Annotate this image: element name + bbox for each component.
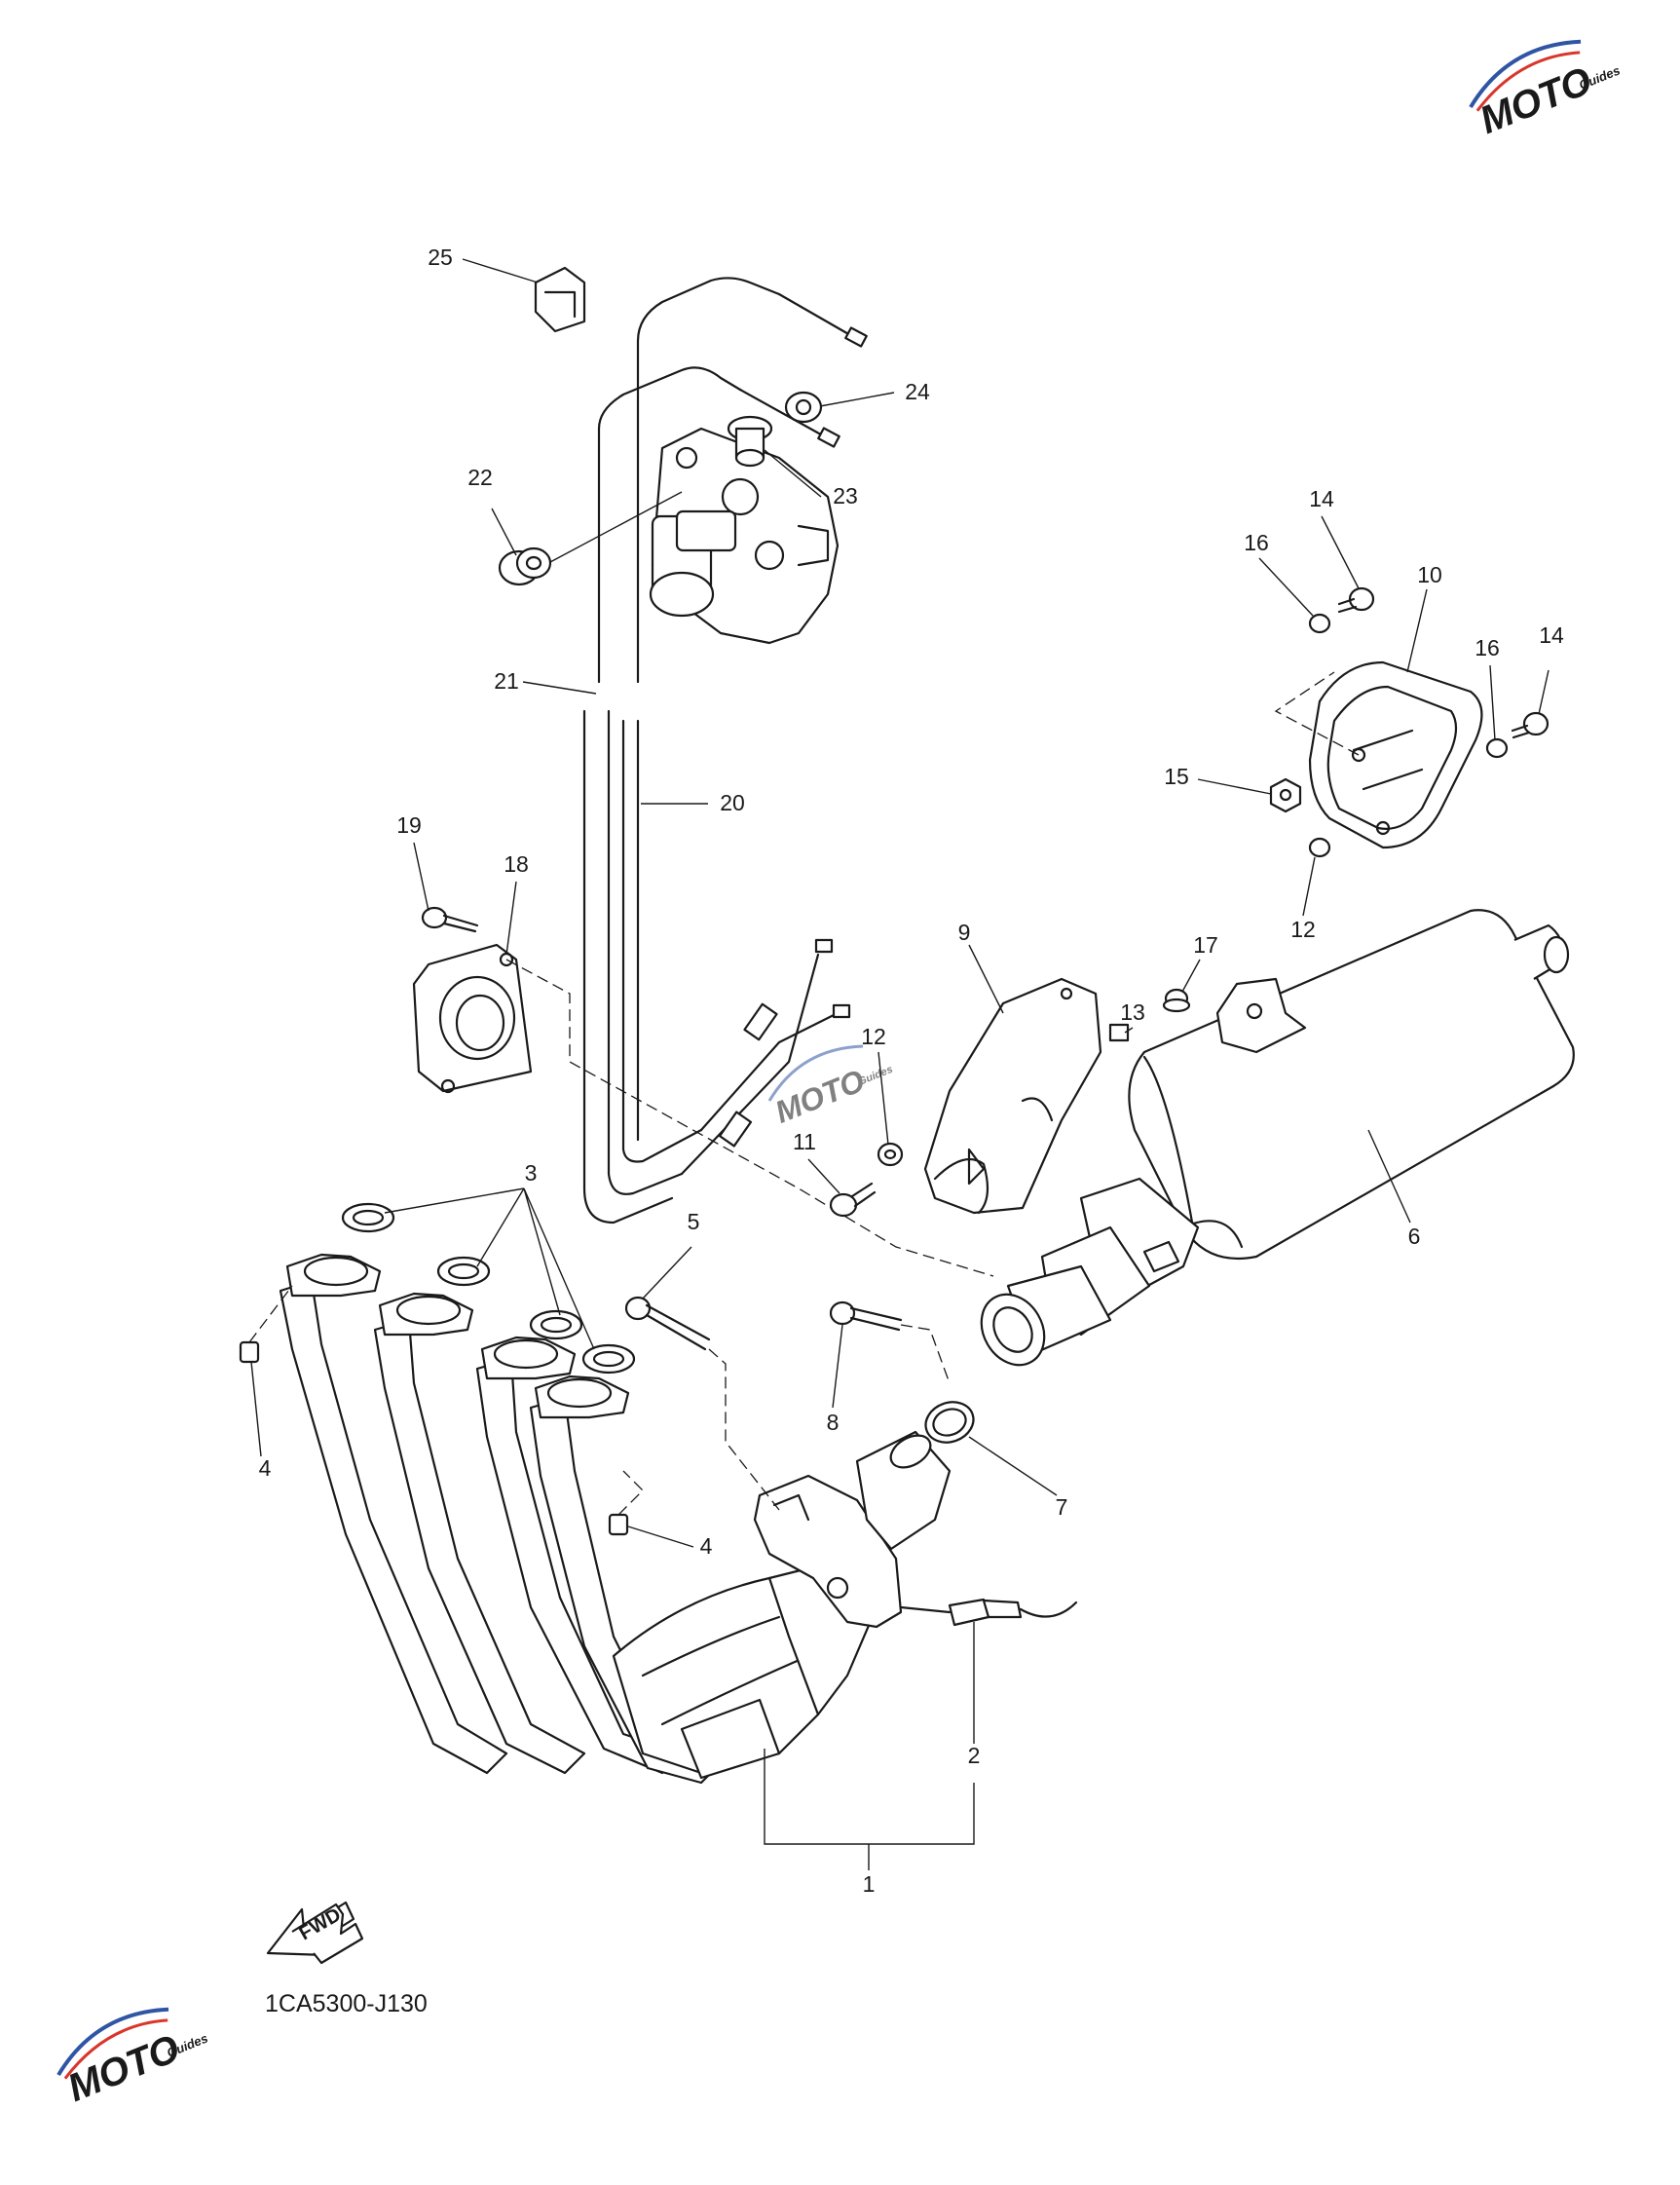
cable-end-top	[738, 292, 868, 448]
callout-6: 6	[1408, 1224, 1421, 1249]
part-8-bolt	[829, 1300, 951, 1384]
callout-18: 18	[504, 851, 529, 877]
part-13-clip	[1108, 1023, 1130, 1042]
callout-22: 22	[467, 465, 493, 490]
callout-5: 5	[688, 1209, 700, 1234]
callout-14-right: 14	[1539, 622, 1564, 648]
callout-12-right: 12	[1290, 917, 1316, 942]
callout-1: 1	[863, 1871, 876, 1897]
callout-16-right: 16	[1475, 635, 1500, 660]
part-6-muffler	[980, 909, 1575, 1367]
leader-lines	[250, 258, 1549, 1870]
part-17-grommet	[1162, 988, 1191, 1013]
callout-9: 9	[958, 920, 971, 945]
part-2-o2-sensor	[899, 1598, 1078, 1627]
part-3-gaskets	[341, 1202, 636, 1375]
callout-20: 20	[720, 790, 745, 815]
callout-labels: 1 2 3 4 4 5 6 7 8 9 10 11 12 12 13 14 14…	[259, 245, 1564, 1897]
callout-14-top: 14	[1309, 486, 1334, 511]
callout-25: 25	[428, 245, 453, 270]
part-11-bolt	[829, 1182, 877, 1218]
part-12-washer-right	[1308, 837, 1331, 858]
callout-4-right: 4	[700, 1533, 713, 1559]
part-9-heat-shield	[923, 977, 1102, 1215]
part-19-bolt	[421, 906, 479, 933]
callout-2: 2	[968, 1743, 981, 1768]
throttle-cable-21	[582, 277, 781, 1224]
part-22-grommet	[498, 491, 683, 586]
part-16-washers	[1308, 613, 1509, 759]
part-5-bolt	[624, 1296, 780, 1511]
callout-19: 19	[396, 812, 422, 838]
part-10-end-cover	[1274, 660, 1483, 849]
callout-13: 13	[1120, 999, 1145, 1025]
callout-4-left: 4	[259, 1455, 272, 1481]
callout-11: 11	[793, 1129, 816, 1154]
part-23-collar	[727, 415, 773, 468]
callout-17: 17	[1193, 932, 1218, 958]
watermark-tagline: Guides	[856, 1064, 894, 1088]
callout-8: 8	[827, 1410, 840, 1435]
part-15-nut	[1269, 777, 1302, 813]
callout-12-mid: 12	[861, 1024, 886, 1049]
fwd-arrow-icon: FWD	[266, 1901, 364, 1965]
callout-24: 24	[905, 379, 930, 404]
watermark-text: MOTO	[62, 2027, 186, 2110]
callout-21: 21	[494, 668, 519, 694]
callout-23: 23	[833, 483, 858, 509]
cable-adjusters	[680, 938, 851, 1176]
watermark-logo-bottom: MOTO Guides	[56, 2007, 210, 2110]
callout-7: 7	[1056, 1494, 1068, 1520]
watermark-logo-top: MOTO Guides	[1469, 39, 1623, 142]
callout-15: 15	[1164, 764, 1189, 789]
part-24-nut	[784, 391, 823, 424]
figure-code: 1CA5300-J130	[265, 1990, 428, 2017]
callout-10: 10	[1417, 562, 1442, 587]
part-14-bolts	[1337, 586, 1549, 739]
header-flanges	[285, 1253, 630, 1419]
header-mount-bracket	[753, 1430, 952, 1629]
callout-16-left: 16	[1244, 530, 1269, 555]
part-7-gasket	[924, 1401, 975, 1444]
callout-3: 3	[525, 1160, 538, 1186]
watermark-text: MOTO	[1475, 59, 1598, 142]
servo-motor-unit	[649, 427, 840, 645]
part-4-nuts	[239, 1285, 644, 1536]
part-1-exhaust-header	[279, 1279, 878, 1785]
part-12-washer	[877, 1142, 904, 1167]
part-25-clamp	[534, 266, 586, 333]
part-18-bracket	[412, 943, 994, 1277]
watermark-text: MOTO	[770, 1063, 870, 1130]
